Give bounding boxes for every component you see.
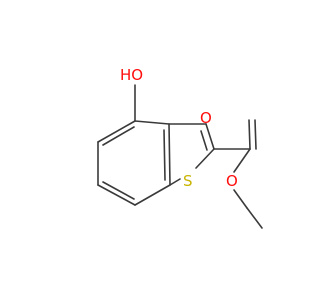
- bond-c3a-c7a-inner: [163, 129, 166, 181]
- background: [0, 0, 300, 300]
- hydroxyl-label: HO: [120, 66, 143, 84]
- bond-carbonyl-o-double: [254, 119, 257, 150]
- bond-c3-c2-inner: [200, 130, 208, 151]
- bond-c5-c4: [97, 120, 136, 143]
- bond-c2-s: [195, 148, 215, 169]
- molecule-drawing: HO S O O: [0, 0, 300, 300]
- bond-carbonyl-o: [248, 119, 251, 150]
- sulfur-label: S: [183, 172, 193, 190]
- bond-c7a-s: [169, 178, 181, 186]
- carbonyl-oxygen-label: O: [200, 109, 212, 127]
- bond-ester-o-ch2: [233, 189, 248, 209]
- bond-c7-c6: [97, 184, 136, 206]
- bonds: [97, 84, 263, 229]
- structure-canvas: HO S O O: [0, 0, 300, 300]
- bond-c5-c4-inner: [102, 126, 135, 146]
- bond-c7a-c7: [134, 184, 171, 206]
- ester-oxygen-label: O: [226, 172, 238, 190]
- bond-c4-c3a: [134, 120, 170, 125]
- bond-ch2-ch3: [246, 207, 263, 229]
- bond-c7-c6-inner: [102, 181, 135, 200]
- bond-c3a-c7a: [168, 123, 171, 186]
- bond-c3-c2: [205, 123, 215, 150]
- bond-carbonyl-ester-o: [233, 148, 251, 173]
